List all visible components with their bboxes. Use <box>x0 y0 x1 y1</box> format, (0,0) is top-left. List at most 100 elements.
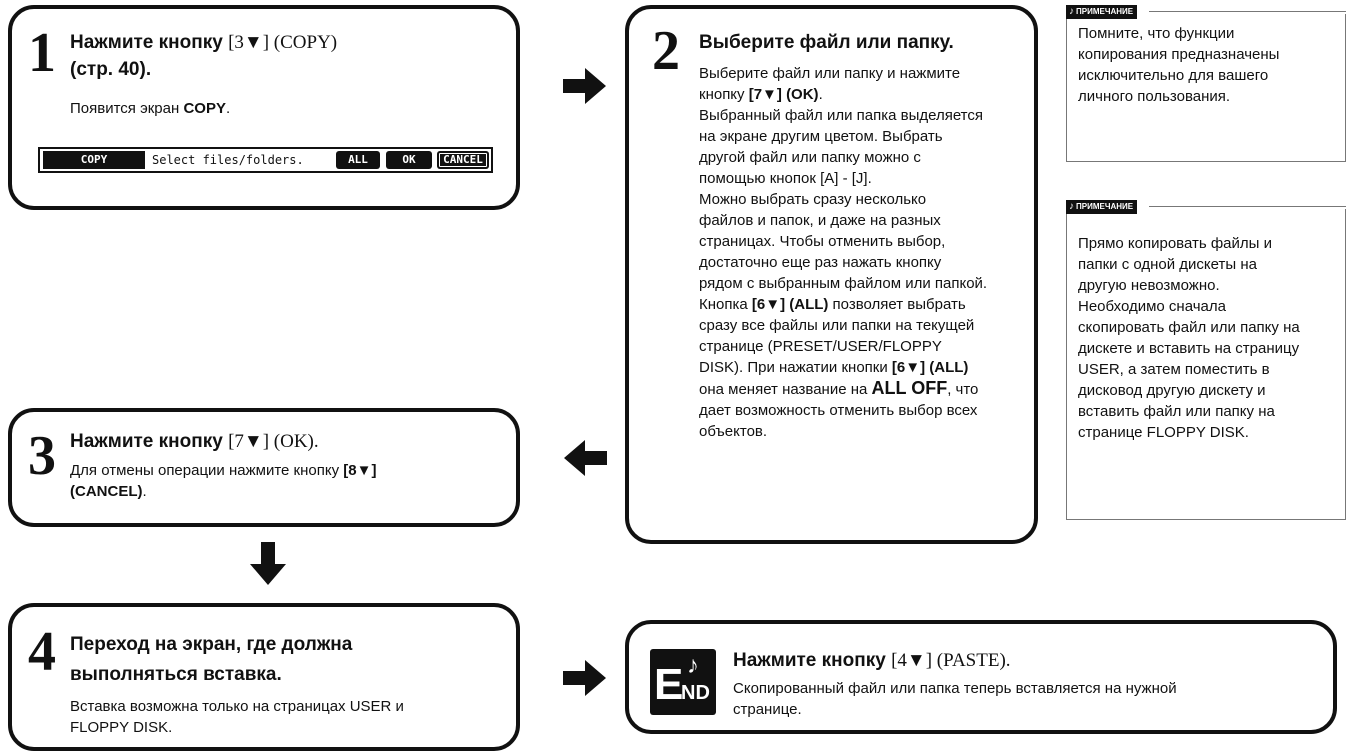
step-2-body: Выберите файл или папку и нажмите кнопку… <box>699 63 1029 442</box>
step-2-text: DISK). При нажатии кнопки <box>699 359 892 376</box>
note-2: ♪ПРИМЕЧАНИЕ Прямо копировать файлы и пап… <box>1066 200 1346 520</box>
step-2-line: странице (PRESET/USER/FLOPPY <box>699 336 1029 357</box>
step-1-title-page: (стр. 40). <box>70 59 152 80</box>
note-1-text: Помните, что функции копирования предназ… <box>1078 23 1279 107</box>
step-2-text: объектов. <box>699 423 768 440</box>
step-2-line: страницах. Чтобы отменить выбор, <box>699 231 1029 252</box>
note-1-label: ПРИМЕЧАНИЕ <box>1076 7 1134 16</box>
note-2-line: другую невозможно. <box>1078 277 1220 294</box>
step-2-line: она меняет название на ALL OFF, что <box>699 378 1029 400</box>
step-2-line: кнопку [7▼] (OK). <box>699 84 1029 105</box>
note-1-line: исключительно для вашего <box>1078 67 1269 84</box>
step-1-title: Нажмите кнопку [3▼] (COPY) (стр. 40). <box>70 29 490 83</box>
step-2-line: Можно выбрать сразу несколько <box>699 189 1029 210</box>
lcd-message: Select files/folders. <box>152 153 304 167</box>
note-1-tag: ♪ПРИМЕЧАНИЕ <box>1066 5 1138 19</box>
note-2-line: дисковод другую дискету и <box>1078 382 1266 399</box>
step-1-box <box>8 5 520 210</box>
step-3-body-end: . <box>142 483 147 500</box>
step-2-text: она меняет название на <box>699 381 872 398</box>
step-3-body-text: Для отмены операции нажмите кнопку <box>70 462 344 479</box>
step-2-key-all: [6▼] (ALL) <box>891 359 969 376</box>
step-2-text: , что <box>947 381 979 398</box>
lcd-all-button: ALL <box>336 151 380 169</box>
step-2-text: файлов и папок, и даже на разных <box>699 212 941 229</box>
end-step-body-line: странице. <box>733 701 802 718</box>
step-4-box <box>8 603 520 751</box>
end-step-body: Скопированный файл или папка теперь вста… <box>733 678 1177 720</box>
step-2-key-ok: [7▼] (OK) <box>748 86 819 103</box>
step-2-all-off: ALL OFF <box>871 378 948 398</box>
step-2-line: объектов. <box>699 421 1029 442</box>
music-note-icon: ♪ <box>1069 201 1074 212</box>
end-icon: E ND ♪ <box>650 649 716 715</box>
step-2-text: страницах. Чтобы отменить выбор, <box>699 233 946 250</box>
step-1-body: Появится экран COPY. <box>70 98 230 119</box>
step-3-number: 3 <box>28 425 56 487</box>
step-4-body-line: Вставка возможна только на страницах USE… <box>70 698 404 715</box>
end-step-body-line: Скопированный файл или папка теперь вста… <box>733 680 1177 697</box>
end-step-box <box>625 620 1337 734</box>
end-step-title-key: [4▼] (PASTE). <box>891 650 1011 671</box>
note-1-line: копирования предназначены <box>1078 46 1280 63</box>
step-1-body-screen: COPY <box>183 100 226 117</box>
end-icon-letter: E <box>654 660 684 709</box>
step-2-line: Кнопка [6▼] (ALL) позволяет выбрать <box>699 294 1029 315</box>
step-2-number: 2 <box>652 20 680 82</box>
step-4-body-line: FLOPPY DISK. <box>70 719 173 736</box>
note-1-rule <box>1149 11 1346 12</box>
step-2-text: дает возможность отменить выбор всех <box>699 402 978 419</box>
step-3-body: Для отмены операции нажмите кнопку [8▼] … <box>70 460 490 502</box>
step-2-text: на экране другим цветом. Выбрать <box>699 128 943 145</box>
note-2-line: Необходимо сначала <box>1078 298 1226 315</box>
lcd-copy-screen: COPY Select files/folders. ALL OK CANCEL <box>38 147 493 173</box>
step-1-title-text: Нажмите кнопку <box>70 32 229 53</box>
note-2-line: USER, а затем поместить в <box>1078 361 1270 378</box>
step-2-line: на экране другим цветом. Выбрать <box>699 126 1029 147</box>
step-2-line: рядом с выбранным файлом или папкой. <box>699 273 1029 294</box>
step-3-title-text: Нажмите кнопку <box>70 431 229 452</box>
step-2-line: Выберите файл или папку и нажмите <box>699 63 1029 84</box>
step-3-box <box>8 408 520 527</box>
step-2-text: помощью кнопок [A] - [J]. <box>699 170 872 187</box>
arrow-left-icon <box>564 440 607 476</box>
lcd-cancel-button: CANCEL <box>437 151 489 169</box>
step-2-text: Кнопка <box>699 296 752 313</box>
step-2-title: Выберите файл или папку. <box>699 32 954 53</box>
step-2-text: . <box>818 86 823 103</box>
end-step-title-text: Нажмите кнопку <box>733 650 892 671</box>
step-2-text: рядом с выбранным файлом или папкой. <box>699 275 988 292</box>
note-1-line: личного пользования. <box>1078 88 1231 105</box>
end-step-title: Нажмите кнопку [4▼] (PASTE). <box>733 647 1011 674</box>
step-2-line: сразу все файлы или папки на текущей <box>699 315 1029 336</box>
music-note-icon: ♪ <box>687 652 699 679</box>
step-2-text: достаточно еще раз нажать кнопку <box>699 254 942 271</box>
step-2-text: другой файл или папку можно с <box>699 149 921 166</box>
step-4-title-line: выполняться вставка. <box>70 664 282 685</box>
step-2-line: другой файл или папку можно с <box>699 147 1029 168</box>
lcd-ok-button: OK <box>386 151 432 169</box>
step-1-body-text: Появится экран <box>70 100 184 117</box>
step-3-title: Нажмите кнопку [7▼] (OK). <box>70 428 319 455</box>
step-1-title-key: [3▼] (COPY) <box>228 32 338 53</box>
step-4-title-line: Переход на экран, где должна <box>70 634 353 655</box>
note-2-line: папки с одной дискеты на <box>1078 256 1257 273</box>
note-2-rule <box>1149 206 1346 207</box>
step-2-line: файлов и папок, и даже на разных <box>699 210 1029 231</box>
note-2-line: вставить файл или папку на <box>1078 403 1275 420</box>
step-2-box <box>625 5 1038 544</box>
arrow-down-icon <box>250 542 286 585</box>
step-1-number: 1 <box>28 22 56 84</box>
step-4-body: Вставка возможна только на страницах USE… <box>70 696 404 738</box>
end-icon-nd: ND <box>681 682 710 704</box>
step-2-line: DISK). При нажатии кнопки [6▼] (ALL) <box>699 357 1029 378</box>
step-4-number: 4 <box>28 621 56 683</box>
note-2-line: странице FLOPPY DISK. <box>1078 424 1249 441</box>
lcd-copy-tag: COPY <box>43 151 145 169</box>
music-note-icon: ♪ <box>1069 6 1074 17</box>
step-2-line: Выбранный файл или папка выделяется <box>699 105 1029 126</box>
step-2-text: Выберите файл или папку и нажмите <box>699 65 961 82</box>
note-1: ♪ПРИМЕЧАНИЕ Помните, что функции копиров… <box>1066 5 1346 162</box>
note-2-label: ПРИМЕЧАНИЕ <box>1076 202 1134 211</box>
step-2-text: Можно выбрать сразу несколько <box>699 191 927 208</box>
